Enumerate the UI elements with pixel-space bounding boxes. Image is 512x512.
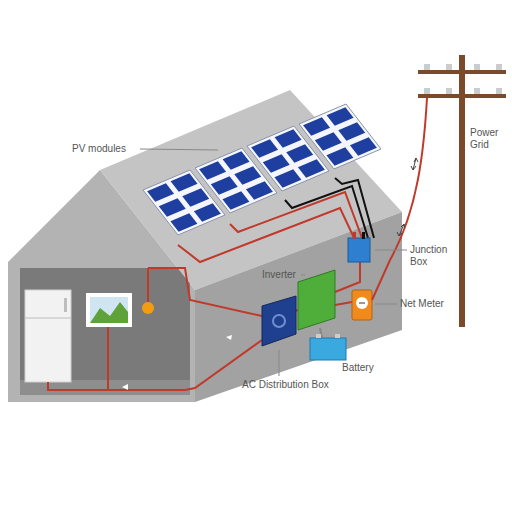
pv-cell: [315, 132, 342, 151]
pv-cell: [303, 117, 330, 136]
battery-terminal: [316, 334, 321, 338]
meter-needle: [359, 303, 365, 304]
pv-cell: [170, 213, 197, 232]
dc-wire: [335, 262, 360, 292]
junction-box: [348, 238, 370, 262]
pv-cell: [234, 166, 261, 185]
panel-wire-black: [335, 178, 374, 238]
part-label: Power Grid: [470, 127, 508, 151]
pv-cell: [246, 181, 273, 200]
pv-cell: [211, 176, 238, 195]
pv-cell: [147, 183, 174, 202]
picture-frame: [86, 293, 132, 327]
meter-dial: [356, 297, 368, 309]
part-label: Inverter: [262, 269, 296, 281]
insulators: [424, 64, 502, 94]
junction-terminal: [362, 232, 365, 239]
pv-cell: [171, 173, 198, 192]
part-label: Net Meter: [400, 298, 444, 310]
fridge-handle: [64, 298, 67, 312]
pv-cell: [298, 159, 325, 178]
breaker: [273, 315, 285, 327]
pv-cell: [274, 169, 301, 188]
pv-cell: [182, 188, 209, 207]
crossarm: [418, 94, 506, 98]
room-cutaway: [20, 268, 190, 395]
part-label: PV modules: [72, 143, 126, 155]
flow-arrow: [122, 384, 128, 390]
part-label: Battery: [342, 362, 374, 374]
part-label: AC Distribution Box: [242, 379, 329, 391]
tv-wire: [107, 327, 109, 390]
inverter: [298, 270, 335, 330]
pv-cell: [251, 139, 278, 158]
pv-cell: [326, 147, 353, 166]
pv-cell: [222, 191, 249, 210]
pv-cell: [223, 151, 250, 170]
pv-cell: [350, 137, 377, 156]
pv-cell: [199, 161, 226, 180]
pv-cell: [194, 203, 221, 222]
fridge: [25, 290, 71, 382]
leader-lines: [140, 149, 407, 376]
interior-wire: [48, 340, 262, 390]
picture-sky: [90, 297, 128, 323]
junction-terminal: [353, 232, 356, 239]
pv-modules: [143, 104, 381, 235]
pv-cell: [286, 144, 313, 163]
pv-cell: [327, 107, 354, 126]
pv-panel: [299, 104, 381, 169]
flow-arrow: [226, 335, 232, 340]
meter-wire: [335, 302, 352, 305]
pv-cell: [263, 154, 290, 173]
gable-wall: [8, 170, 195, 402]
fridge-door: [25, 318, 71, 319]
pv-cell: [275, 129, 302, 148]
light-bulb: [142, 302, 154, 314]
picture-hills: [90, 302, 128, 323]
net-meter: [352, 290, 372, 320]
part-label: Junction Box: [410, 244, 462, 268]
pv-cell: [338, 122, 365, 141]
light-wire: [148, 268, 262, 316]
pv-cell: [159, 198, 186, 217]
ac-distribution-box: [262, 296, 296, 346]
bulb-wire: [147, 268, 149, 302]
battery-terminal: [335, 334, 340, 338]
grid-wire: [372, 98, 427, 300]
battery: [310, 338, 346, 360]
crossarm: [418, 70, 506, 74]
panel-wire-black: [285, 186, 368, 238]
flow-arrows: [397, 158, 418, 236]
roof: [100, 90, 402, 290]
